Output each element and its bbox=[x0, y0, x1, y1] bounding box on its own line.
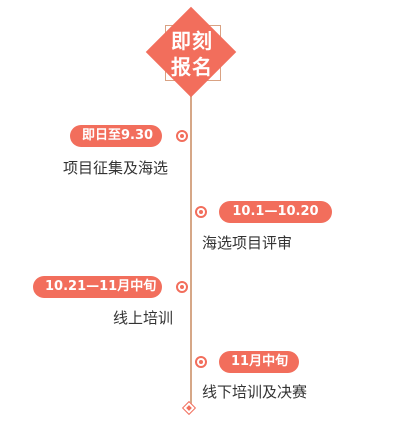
timeline-dot-3 bbox=[176, 281, 188, 293]
timeline-dot-4 bbox=[195, 356, 207, 368]
signup-title[interactable]: 即刻 报名 bbox=[154, 28, 230, 80]
timeline-label-4: 线下培训及决赛 bbox=[202, 383, 308, 401]
timeline-date-3: 10.21—11月中旬 bbox=[33, 276, 162, 298]
timeline-label-2: 海选项目评审 bbox=[202, 234, 293, 252]
timeline-date-2: 10.1—10.20 bbox=[219, 201, 332, 223]
timeline-end-diamond-icon bbox=[181, 400, 197, 416]
timeline-dot-1 bbox=[176, 130, 188, 142]
timeline-label-3: 线上培训 bbox=[113, 309, 174, 327]
signup-title-line1: 即刻 bbox=[171, 29, 213, 53]
signup-title-line2: 报名 bbox=[171, 55, 213, 79]
timeline-dot-2 bbox=[195, 206, 207, 218]
timeline-date-1: 即日至9.30 bbox=[70, 125, 162, 147]
timeline-line bbox=[190, 80, 192, 410]
timeline-label-1: 项目征集及海选 bbox=[63, 159, 169, 177]
timeline-date-4: 11月中旬 bbox=[219, 351, 299, 373]
